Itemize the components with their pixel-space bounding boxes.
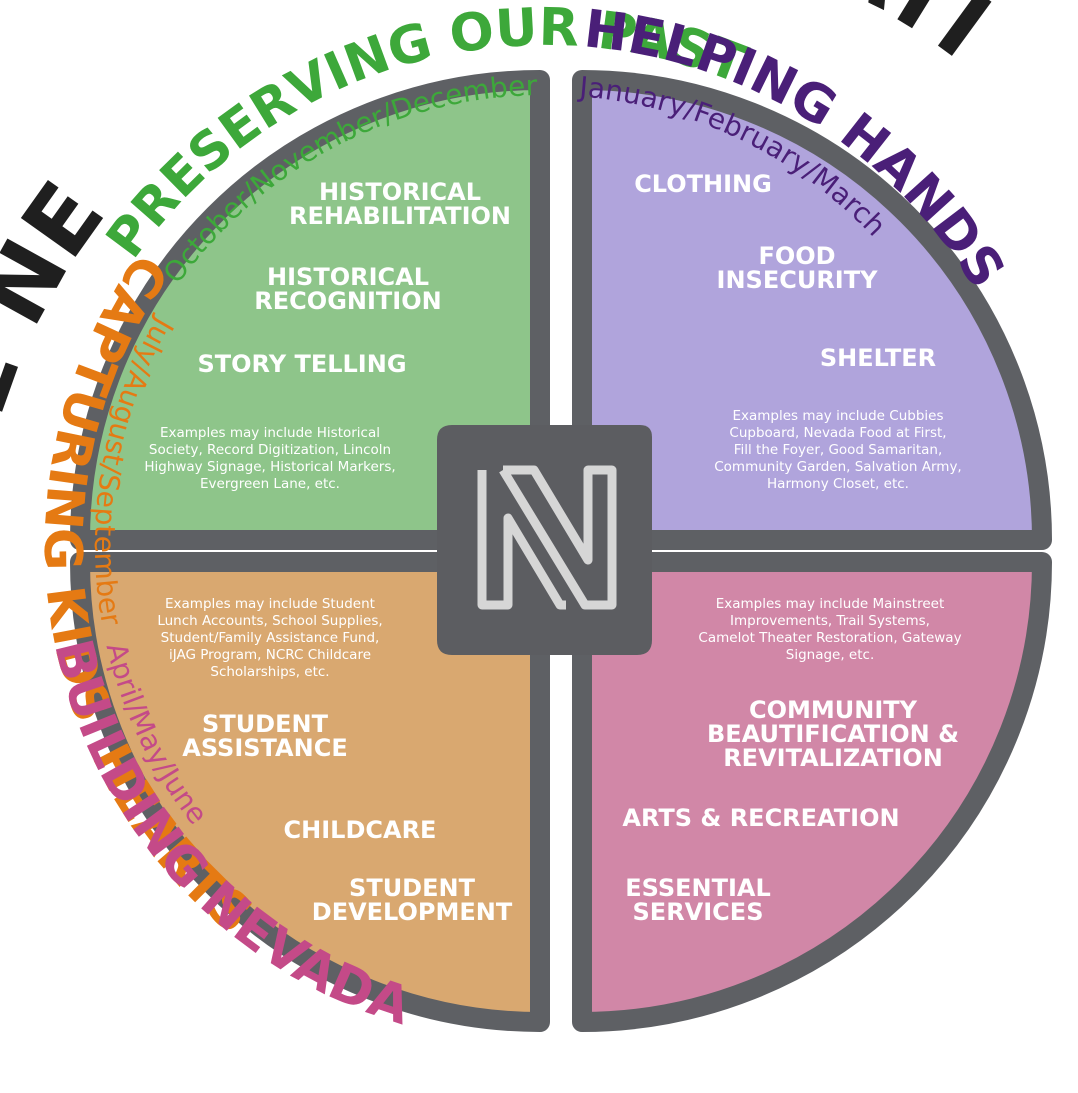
preserving-item-2-line-0: STORY TELLING: [197, 350, 406, 378]
building-item-2-line-1: SERVICES: [633, 898, 764, 926]
quadrant-helping-hands: [572, 70, 1052, 550]
building-item-1-line-0: ARTS & RECREATION: [622, 804, 899, 832]
helping-item-1-line-0: FOOD: [758, 242, 835, 270]
capturing-item-0-line-0: STUDENT: [202, 710, 329, 738]
capturing-item-2-line-1: DEVELOPMENT: [312, 898, 513, 926]
quadrant-content: HISTORICALREHABILITATIONHISTORICALRECOGN…: [144, 170, 961, 926]
preserving-examples-line-3: Evergreen Lane, etc.: [200, 476, 340, 492]
helping-examples-line-1: Cupboard, Nevada Food at First,: [729, 425, 946, 441]
building-item-0-line-1: BEAUTIFICATION &: [707, 720, 959, 748]
helping-item-0-line-0: CLOTHING: [634, 170, 772, 198]
building-examples-line-0: Examples may include Mainstreet: [716, 596, 945, 612]
helping-examples-line-4: Harmony Closet, etc.: [767, 476, 909, 492]
building-examples-line-2: Camelot Theater Restoration, Gateway: [698, 630, 961, 646]
building-item-0-line-2: REVITALIZATION: [723, 744, 943, 772]
quadrant-capturing-kids-hearts: [70, 552, 550, 1032]
capturing-item-1-line-0: CHILDCARE: [284, 816, 437, 844]
preserving-examples-line-2: Highway Signage, Historical Markers,: [144, 459, 395, 475]
helping-item-1-line-1: INSECURITY: [717, 266, 879, 294]
capturing-examples-line-1: Lunch Accounts, School Supplies,: [157, 613, 382, 629]
building-examples-line-1: Improvements, Trail Systems,: [730, 613, 930, 629]
building-examples-line-3: Signage, etc.: [786, 647, 875, 663]
preserving-examples-line-0: Examples may include Historical: [160, 425, 380, 441]
helping-item-2-line-0: SHELTER: [820, 344, 936, 372]
capturing-examples-line-4: Scholarships, etc.: [210, 664, 329, 680]
capturing-item-2-line-0: STUDENT: [349, 874, 476, 902]
capturing-examples-line-3: iJAG Program, NCRC Childcare: [169, 647, 371, 663]
building-item-2-line-0: ESSENTIAL: [625, 874, 771, 902]
center-logo: [437, 425, 652, 655]
header-fragment-right: ATI: [811, 0, 1009, 79]
helping-examples-line-3: Community Garden, Salvation Army,: [714, 459, 961, 475]
preserving-item-1-line-1: RECOGNITION: [254, 287, 441, 315]
quadrant-building-nevada: [572, 552, 1052, 1032]
capturing-item-0-line-1: ASSISTANCE: [182, 734, 347, 762]
helping-examples-line-0: Examples may include Cubbies: [732, 408, 943, 424]
building-item-0-line-0: COMMUNITY: [749, 696, 918, 724]
capturing-examples-line-2: Student/Family Assistance Fund,: [161, 630, 380, 646]
n-logo-icon: [477, 465, 617, 610]
preserving-item-0-line-1: REHABILITATION: [289, 202, 511, 230]
quadrant-preserving-our-past: [70, 70, 550, 550]
preserving-examples-line-1: Society, Record Digitization, Lincoln: [149, 442, 391, 458]
preserving-item-1-line-0: HISTORICAL: [267, 263, 429, 291]
preserving-item-0-line-0: HISTORICAL: [319, 178, 481, 206]
helping-examples-line-2: Fill the Foyer, Good Samaritan,: [734, 442, 943, 458]
capturing-examples-line-0: Examples may include Student: [165, 596, 375, 612]
